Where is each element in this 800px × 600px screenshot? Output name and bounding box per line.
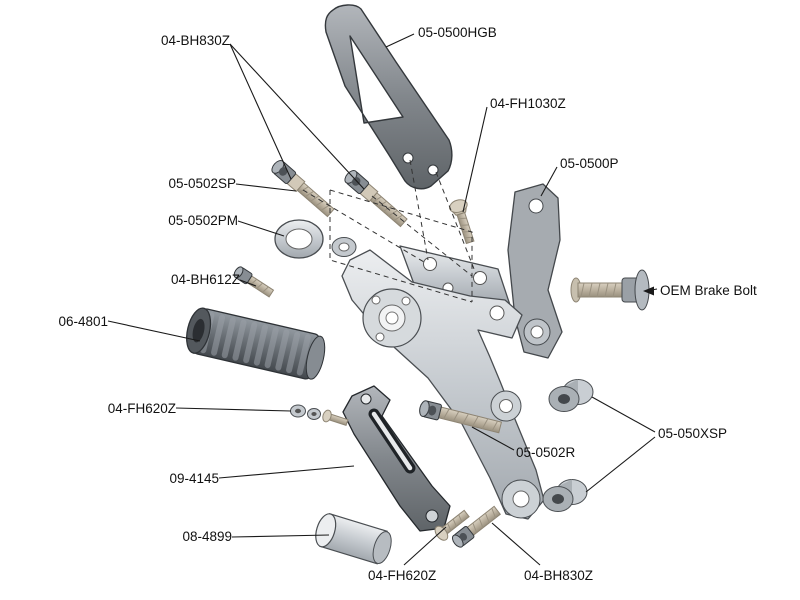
label-06-4801: 06-4801 bbox=[58, 314, 108, 329]
label-05-0500p: 05-0500P bbox=[560, 156, 619, 171]
label-05-0502sp: 05-0502SP bbox=[168, 176, 236, 191]
label-05-050xsp: 05-050XSP bbox=[658, 426, 728, 441]
label-04-bh830z-top: 04-BH830Z bbox=[160, 33, 230, 48]
main-bracket-part bbox=[341, 249, 545, 520]
socket-bolt-upper-left bbox=[271, 159, 335, 218]
washer-part bbox=[331, 237, 357, 257]
label-04-fh620z-lower: 04-FH620Z bbox=[368, 568, 437, 583]
clamp-ring-part bbox=[274, 219, 324, 259]
alignment-dashed-lines bbox=[302, 159, 477, 303]
oem-brake-bolt-part bbox=[570, 269, 650, 311]
label-05-0500hgb: 05-0500HGB bbox=[418, 25, 497, 40]
sleeve-tube-part bbox=[315, 513, 392, 565]
flat-head-bolt-upper-part bbox=[448, 199, 475, 245]
heel-guard-part bbox=[324, 4, 453, 190]
label-04-fh1030z: 04-FH1030Z bbox=[490, 96, 566, 111]
label-05-0502pm: 05-0502PM bbox=[168, 213, 238, 228]
socket-bolt-lower-part bbox=[451, 505, 501, 548]
foot-peg-part bbox=[186, 307, 326, 380]
flat-head-screw-washers-part bbox=[290, 404, 349, 426]
brake-plate-part bbox=[507, 183, 563, 359]
label-oem-brake-bolt: OEM Brake Bolt bbox=[660, 283, 757, 298]
arrowhead-oem-brake-bolt bbox=[643, 286, 654, 296]
label-09-4145: 09-4145 bbox=[169, 471, 219, 486]
label-04-fh620z-upper: 04-FH620Z bbox=[107, 401, 176, 416]
label-08-4899: 08-4899 bbox=[182, 529, 232, 544]
label-05-0502r: 05-0502R bbox=[516, 445, 576, 460]
spacer-lower-part bbox=[542, 479, 588, 512]
flat-head-bolt-lower-part bbox=[434, 509, 470, 541]
pivot-bolt-part bbox=[419, 400, 503, 434]
shift-arm-part bbox=[342, 385, 451, 532]
leader-lines bbox=[107, 33, 658, 566]
label-04-bh612z: 04-BH612Z bbox=[170, 272, 240, 287]
spacer-upper-part bbox=[548, 379, 594, 412]
small-socket-bolt-part bbox=[233, 266, 275, 298]
label-04-bh830z-lower: 04-BH830Z bbox=[524, 568, 594, 583]
